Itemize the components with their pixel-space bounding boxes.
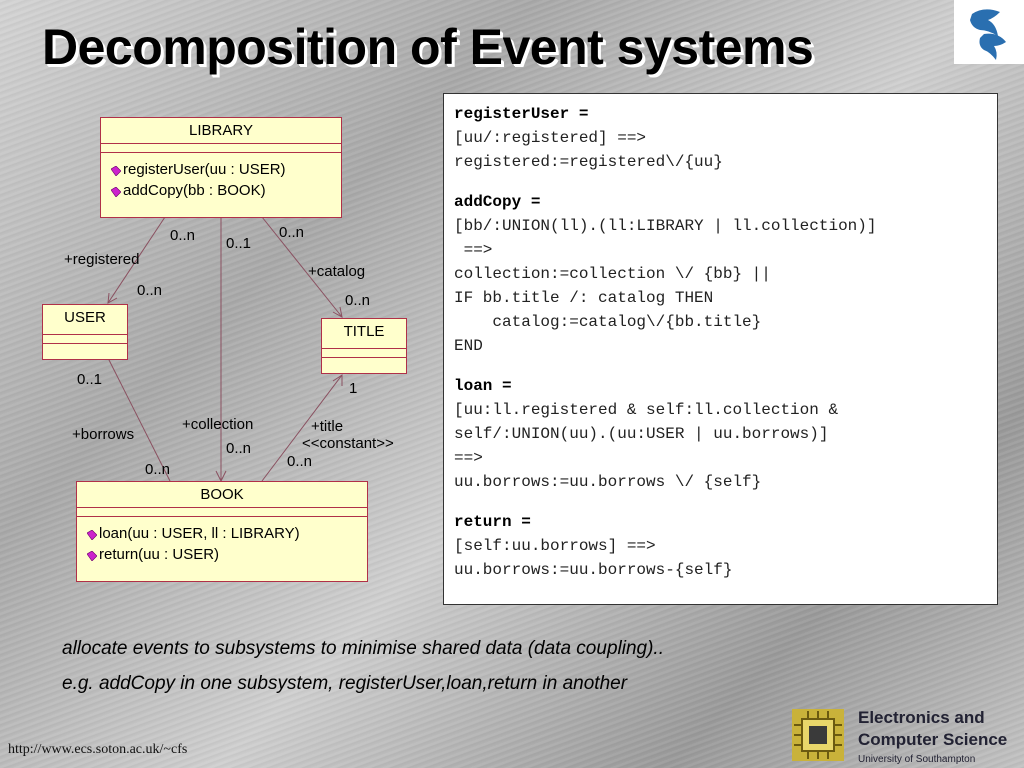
class-user-name: USER xyxy=(43,305,127,335)
event-add-copy: addCopy = [bb/:UNION(ll).(ll:LIBRARY | l… xyxy=(454,190,987,358)
event-return: return = [self:uu.borrows] ==> uu.borrow… xyxy=(454,510,987,582)
assoc-library-user xyxy=(107,216,166,304)
role-label: +title xyxy=(311,418,344,435)
footer-url: http://www.ecs.soton.ac.uk/~cfs xyxy=(8,742,188,757)
uml-class-diagram: LIBRARY registerUser(uu : USER) addCopy(… xyxy=(0,0,440,620)
bullet-text: e.g. addCopy in one subsystem, registerU… xyxy=(62,673,628,694)
operation-return: return(uu : USER) xyxy=(86,544,367,565)
event-register-user: registerUser = [uu/:registered] ==> regi… xyxy=(454,102,987,174)
arrow-book-to-title xyxy=(332,374,343,386)
class-title-name: TITLE xyxy=(322,319,406,349)
event-loan: loan = [uu:ll.registered & self:ll.colle… xyxy=(454,374,987,494)
association-lines xyxy=(107,216,343,483)
multiplicity-label: 1 xyxy=(349,380,358,397)
multiplicity-label: 0..n xyxy=(170,227,196,244)
ecs-footer-logo: Electronics and Computer Science Univers… xyxy=(792,706,1024,768)
arrow-to-user xyxy=(107,292,118,304)
stereotype-label: <<constant>> xyxy=(302,435,394,452)
bullet-text: allocate events to subsystems to minimis… xyxy=(62,638,664,659)
event-name: loan = xyxy=(454,377,512,395)
operation-marker-icon xyxy=(86,546,98,561)
code-line: uu.borrows:=uu.borrows \/ {self} xyxy=(454,473,762,491)
multiplicity-label: 0..n xyxy=(345,292,371,309)
code-line: END xyxy=(454,337,483,355)
code-line: collection:=collection \/ {bb} || xyxy=(454,265,771,283)
operation-marker-icon xyxy=(110,182,122,197)
operation-marker-icon xyxy=(110,161,122,176)
event-name: registerUser = xyxy=(454,105,589,123)
operation-add-copy: addCopy(bb : BOOK) xyxy=(110,180,341,201)
role-label: +collection xyxy=(182,416,254,433)
multiplicity-label: 0..n xyxy=(226,440,252,457)
class-book-name: BOOK xyxy=(77,482,367,508)
code-line: catalog:=catalog\/{bb.title} xyxy=(454,313,762,331)
multiplicity-label: 0..1 xyxy=(226,235,252,252)
multiplicity-label: 0..n xyxy=(279,224,305,241)
ecs-logo-line3: University of Southampton xyxy=(858,754,976,765)
class-title: TITLE xyxy=(321,318,407,374)
university-logo xyxy=(954,0,1024,64)
code-line: IF bb.title /: catalog THEN xyxy=(454,289,714,307)
code-line: [self:uu.borrows] ==> xyxy=(454,537,656,555)
code-line: ==> xyxy=(454,449,483,467)
operation-loan: loan(uu : USER, ll : LIBRARY) xyxy=(86,523,367,544)
role-label: +catalog xyxy=(308,263,366,280)
class-book: BOOK loan(uu : USER, ll : LIBRARY) retur… xyxy=(76,481,368,582)
chip-icon xyxy=(792,709,844,761)
class-library-name: LIBRARY xyxy=(101,118,341,144)
code-line: registered:=registered\/{uu} xyxy=(454,153,723,171)
code-line: [uu/:registered] ==> xyxy=(454,129,647,147)
slide-title: Decomposition of Event systems xyxy=(42,19,814,75)
ecs-logo-line1: Electronics and xyxy=(858,708,985,727)
class-user: USER xyxy=(42,304,128,360)
arrow-to-title xyxy=(332,306,343,318)
assoc-book-title xyxy=(261,374,343,482)
class-library: LIBRARY registerUser(uu : USER) addCopy(… xyxy=(100,117,342,218)
multiplicity-label: 0..n xyxy=(137,282,163,299)
multiplicity-label: 0..1 xyxy=(77,371,103,388)
code-line: uu.borrows:=uu.borrows-{self} xyxy=(454,561,733,579)
assoc-library-title xyxy=(261,216,343,318)
operation-marker-icon xyxy=(86,525,98,540)
operation-register-user: registerUser(uu : USER) xyxy=(110,159,341,180)
code-line: ==> xyxy=(454,241,493,259)
code-line: [uu:ll.registered & self:ll.collection & xyxy=(454,401,839,419)
multiplicity-label: 0..n xyxy=(145,461,171,478)
code-line: [bb/:UNION(ll).(ll:LIBRARY | ll.collecti… xyxy=(454,217,877,235)
event-name: addCopy = xyxy=(454,193,541,211)
role-label: +registered xyxy=(64,251,140,268)
role-label: +borrows xyxy=(72,426,135,443)
code-line: self/:UNION(uu).(uu:USER | uu.borrows)] xyxy=(454,425,829,443)
assoc-user-book xyxy=(107,357,171,482)
multiplicity-label: 0..n xyxy=(287,453,313,470)
event-specification-box: registerUser = [uu/:registered] ==> regi… xyxy=(443,93,998,605)
ecs-logo-line2: Computer Science xyxy=(858,730,1008,749)
event-name: return = xyxy=(454,513,531,531)
